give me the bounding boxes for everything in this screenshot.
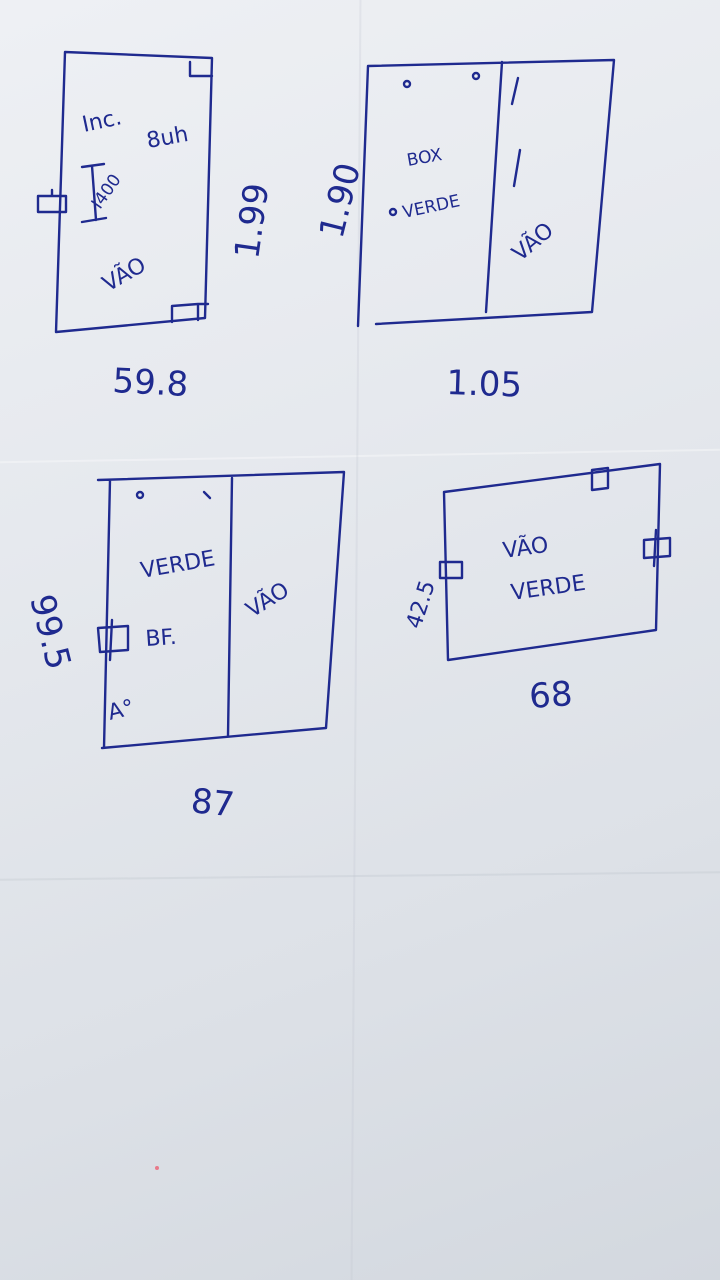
sketch-3-width-label: 87 [189, 781, 236, 825]
sketch-3-ao-label: A° [105, 695, 136, 726]
sketch-3-bf-label: BF. [145, 625, 178, 652]
sketch-2-frame [356, 58, 616, 328]
sketch-1-hinge-mark [36, 188, 68, 214]
sketch-1-corner-mark [188, 60, 214, 78]
sketch-3-divider [226, 476, 234, 738]
paper-speck [155, 1166, 159, 1170]
sketch-2-divider [484, 60, 504, 314]
sketch-2-width-label: 1.05 [446, 363, 523, 406]
sketch-4-vao-label: VÃO [501, 531, 550, 564]
sketch-4-hinge-mark [438, 560, 464, 580]
sketch-2-box-label: BOX [405, 145, 444, 171]
sketch-2-dot [402, 79, 412, 89]
sketch-2-height-label: 1.90 [312, 159, 369, 242]
sketch-1-inc-label: Inc. [80, 105, 124, 138]
sketch-4: VÃO VERDE 42.5 68 [402, 462, 672, 717]
sketch-1-frame [54, 50, 214, 334]
sketch-1-width-label: 59.8 [112, 361, 190, 405]
sketch-3-verde-label: VERDE [139, 546, 217, 584]
sketch-1-i-mark [80, 162, 108, 224]
sketch-4-frame [442, 462, 662, 662]
sketch-3-height-label: 99.5 [21, 591, 78, 674]
sketch-2: BOX VERDE VÃO 1.90 1.05 [312, 58, 616, 406]
sketch-4-width-label: 68 [528, 674, 574, 717]
sketch-3-tick [202, 490, 212, 500]
sketch-3-dot [135, 490, 145, 500]
sketch-4-verde-label: VERDE [509, 571, 587, 606]
sketch-2-verde-label: VERDE [401, 191, 462, 223]
sketch-3: VERDE BF. A° VÃO 99.5 87 [21, 470, 346, 825]
sketch-4-corner-mark [590, 466, 610, 492]
sketch-4-height-label: 42.5 [402, 578, 441, 632]
sketch-3-hinge-mark [96, 618, 130, 662]
sketch-1-8uh-label: 8uh [145, 122, 191, 154]
sketch-2-dot [388, 207, 398, 217]
sketch-3-vao-label: VÃO [241, 576, 294, 623]
sketch-1-vao-label: VÃO [98, 251, 151, 297]
sketch-2-vao-label: VÃO [507, 217, 559, 267]
sketch-1-height-label: 1.99 [227, 181, 277, 262]
sketch-2-dot [471, 71, 481, 81]
sketch-4-hinge-mark [642, 528, 672, 568]
sketch-3-frame [96, 470, 346, 750]
sketch-1: Inc. 8uh I400 VÃO 1.99 59.8 [36, 50, 277, 405]
sketch-2-glass-stroke [510, 76, 522, 188]
sketch-1-corner-mark [170, 302, 210, 324]
